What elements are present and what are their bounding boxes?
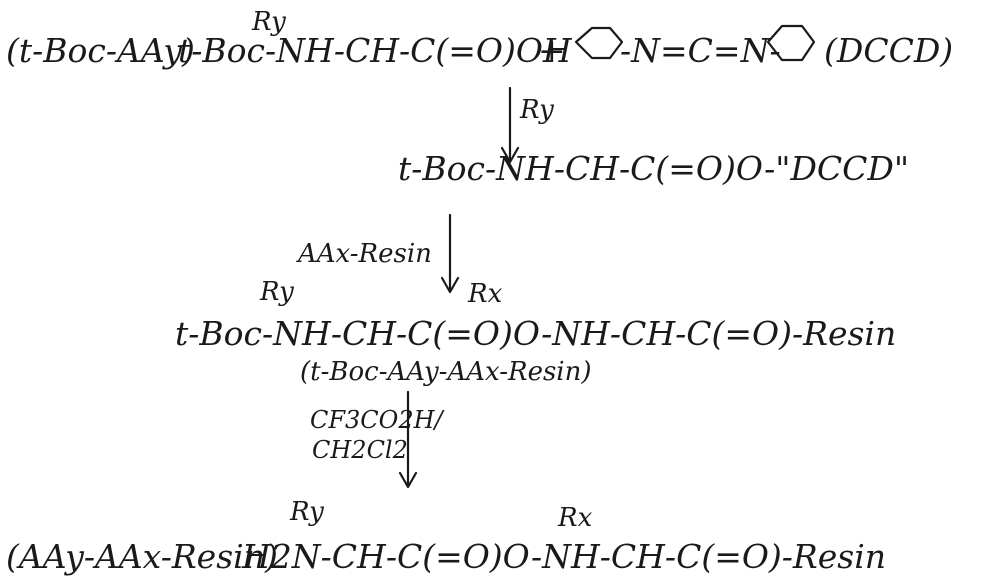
step2-intermediate: t-Boc-NH-CH-C(=O)O-"DCCD"	[398, 149, 909, 188]
step3-substituent-y: Ry	[259, 277, 294, 307]
step4-arrow-label-bottom: CH2Cl2	[312, 436, 408, 464]
step2-substituent: Ry	[519, 95, 554, 125]
step3-substituent-x: Rx	[467, 279, 503, 309]
step4-label: (AAy-AAx-Resin)	[6, 537, 278, 576]
step4-arrow-label-top: CF3CO2H/	[310, 406, 446, 434]
step4-product: H2N-CH-C(=O)O-NH-CH-C(=O)-Resin	[241, 537, 886, 576]
step3-product: t-Boc-NH-CH-C(=O)O-NH-CH-C(=O)-Resin	[175, 314, 896, 353]
reaction-arrow-1-head	[500, 146, 520, 164]
plus-sign: +	[538, 31, 566, 70]
step4-substituent-y: Ry	[289, 497, 324, 527]
step1-reactant-substituent: Ry	[251, 7, 286, 37]
carbodiimide-bond: -N=C=N-	[620, 31, 781, 70]
reaction-arrow-2-head	[440, 276, 460, 294]
reaction-arrow-3-head	[398, 471, 418, 489]
reagent-label: (DCCD)	[824, 31, 953, 70]
step1-label: (t-Boc-AAy)	[6, 31, 195, 70]
step3-product-label: (t-Boc-AAy-AAx-Resin)	[300, 357, 592, 387]
step1-reactant: t-Boc-NH-CH-C(=O)OH	[178, 31, 573, 70]
step3-arrow-label: AAx-Resin	[296, 239, 432, 269]
step4-substituent-x: Rx	[557, 503, 593, 533]
cyclohexyl-ring-left	[574, 26, 624, 60]
cyclohexyl-ring-right	[766, 24, 816, 62]
